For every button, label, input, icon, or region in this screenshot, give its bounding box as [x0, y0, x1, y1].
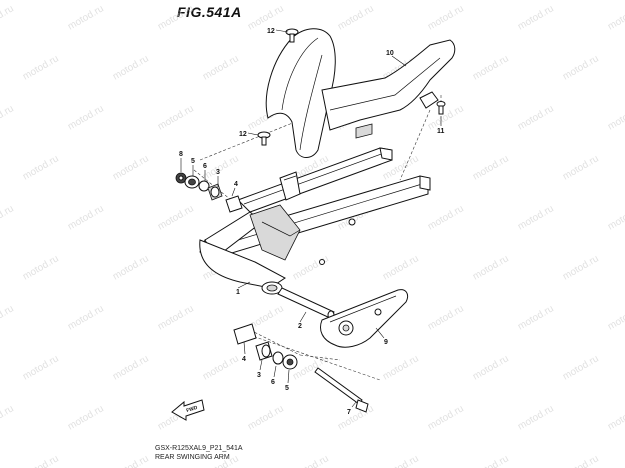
watermark-text: motod.ru — [471, 153, 511, 182]
upper-hardware-stack — [175, 172, 243, 213]
watermark-text: motod.ru — [21, 353, 61, 382]
figure-footer-code: GSX-R125XAL9_P21_541A — [155, 445, 243, 452]
watermark-text: motod.ru — [471, 453, 511, 468]
watermark-text: motod.ru — [246, 403, 286, 432]
rear-fender — [265, 28, 456, 158]
callout-9: 9 — [384, 339, 388, 346]
callout-5-upper: 5 — [191, 158, 195, 165]
figure-title: FIG.541A — [177, 4, 242, 20]
watermark-text: motod.ru — [426, 403, 466, 432]
watermark-text: motod.ru — [381, 453, 421, 468]
watermark-text: motod.ru — [111, 453, 151, 468]
watermark-text: motod.ru — [606, 403, 625, 432]
watermark-text: motod.ru — [21, 153, 61, 182]
watermark-text: motod.ru — [471, 353, 511, 382]
watermark-text: motod.ru — [606, 3, 625, 32]
watermark-text: motod.ru — [66, 3, 106, 32]
watermark-text: motod.ru — [426, 203, 466, 232]
watermark-text: motod.ru — [471, 53, 511, 82]
callout-7: 7 — [347, 409, 351, 416]
callout-12-lower: 12 — [239, 131, 247, 138]
bolt-11 — [436, 101, 446, 115]
watermark-text: motod.ru — [111, 253, 151, 282]
watermark-text: motod.ru — [0, 403, 16, 432]
figure-footer-name: REAR SWINGING ARM — [155, 454, 230, 461]
callout-labels: 12 12 10 11 8 5 6 3 4 1 2 9 4 3 6 5 7 — [179, 28, 445, 416]
watermark-text: motod.ru — [606, 303, 625, 332]
watermark-text: motod.ru — [201, 153, 241, 182]
watermark-text: motod.ru — [21, 53, 61, 82]
callout-12-upper: 12 — [267, 28, 275, 35]
chain-guard — [320, 289, 409, 348]
watermark-text: motod.ru — [516, 403, 556, 432]
watermark-text: motod.ru — [21, 453, 61, 468]
fwd-arrow-label: FWD — [186, 405, 199, 414]
watermark-text: motod.ru — [561, 353, 601, 382]
watermark-text: motod.ru — [0, 3, 16, 32]
watermark-text: motod.ru — [516, 103, 556, 132]
watermark-text: motod.ru — [66, 203, 106, 232]
callout-2: 2 — [298, 323, 302, 330]
watermark-text: motod.ru — [201, 353, 241, 382]
watermark-text: motod.ru — [156, 303, 196, 332]
watermark-text: motod.ru — [21, 253, 61, 282]
callout-1: 1 — [236, 289, 240, 296]
callout-11: 11 — [437, 128, 445, 135]
callout-3-upper: 3 — [216, 169, 220, 176]
watermark-text: motod.ru — [606, 103, 625, 132]
callout-8: 8 — [179, 151, 183, 158]
watermark-text: motod.ru — [156, 103, 196, 132]
callout-6-upper: 6 — [203, 163, 207, 170]
watermark-text: motod.ru — [111, 353, 151, 382]
watermark-text: motod.ru — [471, 253, 511, 282]
watermark-text: motod.ru — [606, 203, 625, 232]
watermark-text: motod.ru — [516, 203, 556, 232]
callout-10: 10 — [386, 50, 394, 57]
watermark-text: motod.ru — [0, 103, 16, 132]
watermark-text: motod.ru — [156, 3, 196, 32]
watermark-text: motod.ru — [561, 153, 601, 182]
watermark-text: motod.ru — [66, 403, 106, 432]
pivot-shaft — [277, 287, 335, 320]
leader-lines — [180, 29, 442, 408]
long-bolt-7 — [314, 367, 369, 413]
watermark-text: motod.ru — [0, 203, 16, 232]
bolt-12-upper — [285, 28, 299, 43]
watermark-text: motod.ru — [516, 3, 556, 32]
watermark-text: motod.ru — [381, 353, 421, 382]
watermark-text: motod.ru — [426, 3, 466, 32]
watermark-text: motod.ru — [381, 253, 421, 282]
watermark-text: motod.ru — [156, 203, 196, 232]
fwd-arrow-icon: FWD — [171, 399, 205, 421]
bolt-12-lower — [257, 131, 271, 146]
callout-4-lower: 4 — [242, 356, 246, 363]
watermark-text: motod.ru — [0, 303, 16, 332]
watermark-text: motod.ru — [516, 303, 556, 332]
watermark-text: motod.ru — [291, 253, 331, 282]
watermark-text: motod.ru — [426, 103, 466, 132]
watermark-text: motod.ru — [111, 153, 151, 182]
swing-arm — [199, 147, 431, 295]
watermark-text: motod.ru — [561, 253, 601, 282]
watermark-text: motod.ru — [111, 53, 151, 82]
watermark-text: motod.ru — [561, 53, 601, 82]
watermark-text: motod.ru — [291, 453, 331, 468]
watermark-text: motod.ru — [66, 303, 106, 332]
watermark-text: motod.ru — [246, 3, 286, 32]
watermark-text: motod.ru — [66, 103, 106, 132]
watermark-text: motod.ru — [336, 3, 376, 32]
callout-3-lower: 3 — [257, 372, 261, 379]
watermark-text: motod.ru — [561, 453, 601, 468]
lower-hardware-stack — [233, 323, 298, 370]
callout-5-lower: 5 — [285, 385, 289, 392]
watermark-text: motod.ru — [201, 53, 241, 82]
callout-4-upper: 4 — [234, 181, 238, 188]
callout-6-lower: 6 — [271, 379, 275, 386]
watermark-text: motod.ru — [426, 303, 466, 332]
